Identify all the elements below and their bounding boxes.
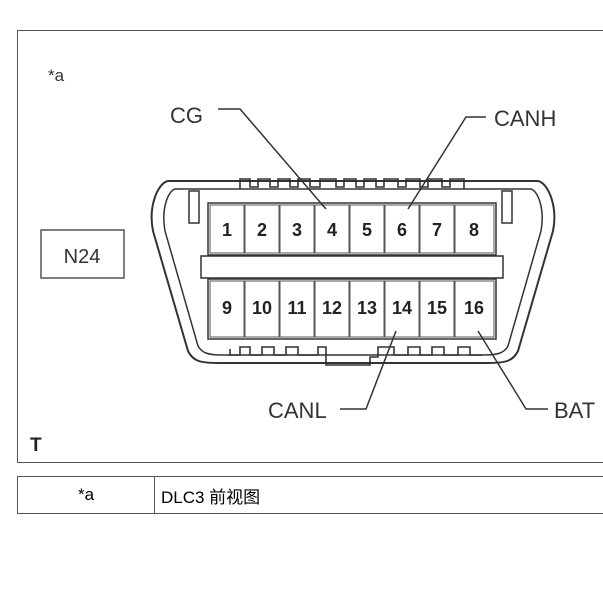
connector-inner-outline — [163, 188, 543, 356]
pin-label-15: 15 — [427, 298, 447, 318]
pin-cell-3 — [279, 204, 315, 254]
legend-row: *a DLC3 前视图 — [17, 476, 603, 514]
pin-cell-15 — [419, 280, 455, 338]
top-key-notches — [239, 178, 465, 189]
pin-label-2: 2 — [257, 220, 267, 240]
corner-label: *a — [48, 66, 65, 85]
bottom-key-notches — [229, 346, 482, 366]
canl-leader-line — [340, 330, 397, 410]
pin-cell-9 — [209, 280, 245, 338]
pin-label-7: 7 — [432, 220, 442, 240]
pin-cell-7 — [419, 204, 455, 254]
connector-code: N24 — [64, 246, 101, 268]
connector-diagram: *a N24 1 2 3 — [30, 66, 595, 456]
pin-label-10: 10 — [252, 298, 272, 318]
pin-cell-13 — [349, 280, 385, 338]
pin-cell-2 — [244, 204, 280, 254]
pin-label-4: 4 — [327, 220, 337, 240]
pin-cell-10 — [244, 280, 280, 338]
pin-label-16: 16 — [464, 298, 484, 318]
pin-label-13: 13 — [357, 298, 377, 318]
connector-code-box — [40, 229, 125, 279]
legend-value: DLC3 前视图 — [154, 476, 603, 514]
legend-key: *a — [17, 476, 155, 514]
pin-cell-8 — [454, 204, 495, 254]
pin-label-14: 14 — [392, 298, 412, 318]
pin-cell-11 — [279, 280, 315, 338]
pin-label-5: 5 — [362, 220, 372, 240]
pin-label-11: 11 — [287, 298, 306, 318]
pin-cell-6 — [384, 204, 420, 254]
canh-leader-line — [407, 116, 486, 210]
pin-cell-1 — [209, 204, 245, 254]
pin-cell-12 — [314, 280, 350, 338]
callout-bat: BAT — [554, 398, 595, 423]
pin-label-3: 3 — [292, 220, 302, 240]
view-mark: T — [30, 435, 42, 456]
pin-row-bottom: 9 10 11 12 13 14 15 16 — [209, 280, 495, 338]
left-latch — [188, 190, 200, 224]
pin-cell-14 — [384, 280, 420, 338]
callout-canl: CANL — [268, 398, 327, 423]
cg-leader-line — [218, 108, 327, 210]
bat-leader-line — [477, 330, 548, 410]
callout-cg: CG — [170, 103, 203, 128]
pin-label-8: 8 — [469, 220, 479, 240]
pin-label-9: 9 — [222, 298, 232, 318]
pin-label-6: 6 — [397, 220, 407, 240]
pin-cell-16 — [454, 280, 495, 338]
pin-row-top: 1 2 3 4 5 6 7 8 — [209, 204, 495, 254]
diagram-frame: *a N24 1 2 3 — [17, 30, 603, 463]
legend-table: *a DLC3 前视图 — [17, 476, 603, 514]
pin-label-1: 1 — [222, 220, 232, 240]
pin-label-12: 12 — [322, 298, 342, 318]
pin-row-divider — [200, 255, 504, 279]
pin-cell-4 — [314, 204, 350, 254]
right-latch — [501, 190, 513, 224]
callout-canh: CANH — [494, 106, 556, 131]
pin-cell-5 — [349, 204, 385, 254]
